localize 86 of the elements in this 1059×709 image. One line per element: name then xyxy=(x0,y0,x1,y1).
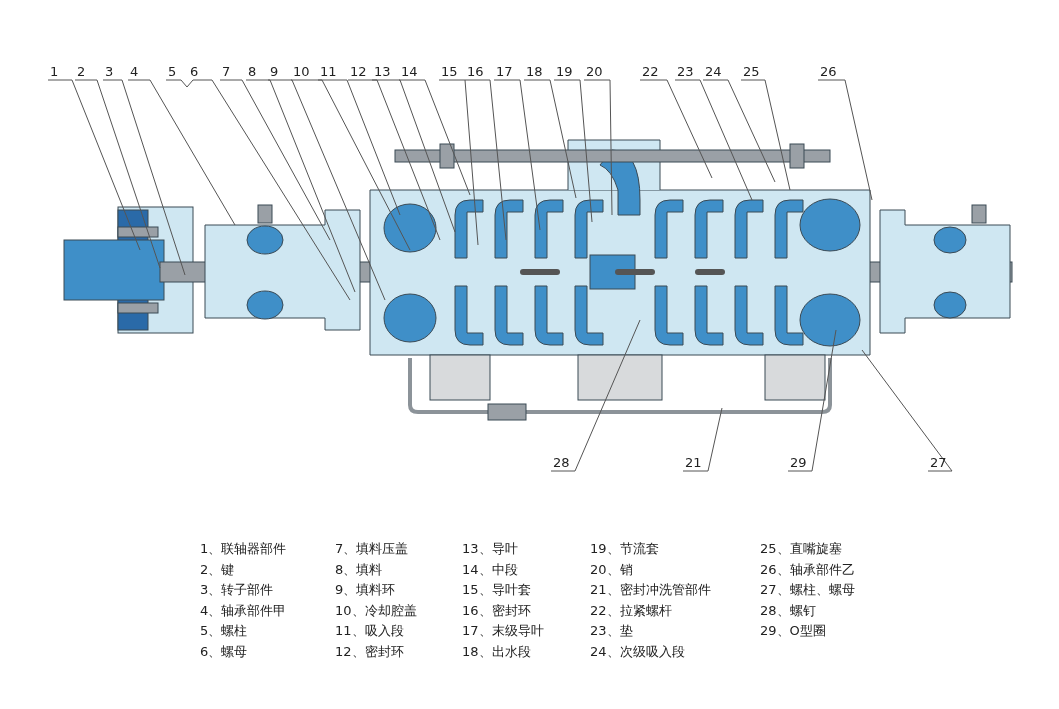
leader-line xyxy=(267,79,386,301)
callout-number: 25 xyxy=(743,65,760,79)
leader-line xyxy=(583,79,613,216)
leader-line xyxy=(371,79,456,233)
callout-number: 18 xyxy=(526,65,543,79)
callout-number: 6 xyxy=(190,65,199,79)
parts-list-item: 23、垫 xyxy=(590,623,633,639)
callout-number: 22 xyxy=(642,65,659,79)
parts-list-item: 24、次级吸入段 xyxy=(590,643,685,660)
parts-list-item: 4、轴承部件甲 xyxy=(200,602,287,619)
parts-list-item: 22、拉紧螺杆 xyxy=(590,602,672,619)
leader-line xyxy=(674,79,753,201)
leader-line xyxy=(290,79,411,251)
callout-number: 9 xyxy=(270,65,279,79)
callout-number: 27 xyxy=(930,456,947,470)
parts-list-item: 10、冷却腔盖 xyxy=(335,602,417,619)
callout-number: 19 xyxy=(556,65,573,79)
parts-list-item: 12、密封环 xyxy=(335,643,404,660)
parts-list-item: 28、螺钉 xyxy=(760,602,816,619)
callout-number: 7 xyxy=(222,65,231,79)
callout-number: 2 xyxy=(77,65,86,79)
leader-line xyxy=(861,349,953,472)
callout-number: 4 xyxy=(130,65,139,79)
callout-number: 28 xyxy=(553,456,570,470)
parts-list-item: 25、直嘴旋塞 xyxy=(760,541,842,557)
leader-line xyxy=(245,79,356,293)
parts-list-item: 16、密封环 xyxy=(462,602,531,619)
callout-number: 24 xyxy=(705,65,722,79)
leader-line xyxy=(702,79,776,183)
leader-line xyxy=(817,79,873,201)
leader-line xyxy=(102,79,186,276)
parts-list-item: 18、出水段 xyxy=(462,643,531,660)
leader-line xyxy=(639,79,713,179)
parts-list-item: 6、螺母 xyxy=(200,643,248,660)
parts-list-item: 15、导叶套 xyxy=(462,582,531,598)
parts-list-item: 21、密封冲洗管部件 xyxy=(590,582,711,598)
parts-list-item: 27、螺柱、螺母 xyxy=(760,582,855,598)
leader-line xyxy=(464,79,507,241)
leader-line xyxy=(74,79,161,269)
leader-line xyxy=(787,329,837,472)
callout-number: 26 xyxy=(820,65,837,79)
leader-line xyxy=(165,79,351,301)
callout-number: 17 xyxy=(496,65,513,79)
callout-number: 14 xyxy=(401,65,418,79)
leader-line xyxy=(438,79,479,246)
callout-number: 20 xyxy=(586,65,603,79)
callout-number: 12 xyxy=(350,65,367,79)
callout-number: 15 xyxy=(441,65,458,79)
leader-line xyxy=(740,79,791,191)
leader-line xyxy=(682,407,723,472)
callout-number: 16 xyxy=(467,65,484,79)
parts-list-item: 19、节流套 xyxy=(590,541,659,557)
parts-list-item: 7、填料压盖 xyxy=(335,541,409,557)
leader-line xyxy=(550,319,641,472)
callout-number: 21 xyxy=(685,456,702,470)
parts-list-item: 17、末级导叶 xyxy=(462,623,544,639)
parts-list-item: 2、键 xyxy=(200,561,235,578)
leader-line xyxy=(47,79,141,251)
leader-line xyxy=(127,79,236,226)
leader-line xyxy=(493,79,541,231)
parts-list-item: 3、转子部件 xyxy=(200,582,274,598)
parts-list-item: 8、填料 xyxy=(335,561,383,578)
leader-line xyxy=(219,79,331,241)
callout-number: 11 xyxy=(320,65,337,79)
leader-line xyxy=(347,79,441,241)
leader-line xyxy=(523,79,577,199)
leader-line xyxy=(553,79,593,223)
leader-line xyxy=(317,79,401,216)
parts-list-item: 5、螺柱 xyxy=(200,623,248,639)
parts-list-item: 20、销 xyxy=(590,561,633,578)
callout-number: 13 xyxy=(374,65,391,79)
callout-number: 3 xyxy=(105,65,114,79)
callout-number: 8 xyxy=(248,65,257,79)
leader-line xyxy=(398,79,471,196)
parts-list-item: 14、中段 xyxy=(462,561,518,578)
parts-list-item: 11、吸入段 xyxy=(335,623,404,639)
callout-number: 23 xyxy=(677,65,694,79)
parts-list-item: 1、联轴器部件 xyxy=(200,541,287,557)
callout-number: 5 xyxy=(168,65,177,79)
parts-list-item: 13、导叶 xyxy=(462,541,518,557)
callout-number: 1 xyxy=(50,65,59,79)
parts-list-item: 29、O型圈 xyxy=(760,623,826,639)
parts-list-item: 9、填料环 xyxy=(335,582,396,598)
callout-number: 29 xyxy=(790,456,807,470)
parts-list-item: 26、轴承部件乙 xyxy=(760,561,855,578)
callout-number: 10 xyxy=(293,65,310,79)
